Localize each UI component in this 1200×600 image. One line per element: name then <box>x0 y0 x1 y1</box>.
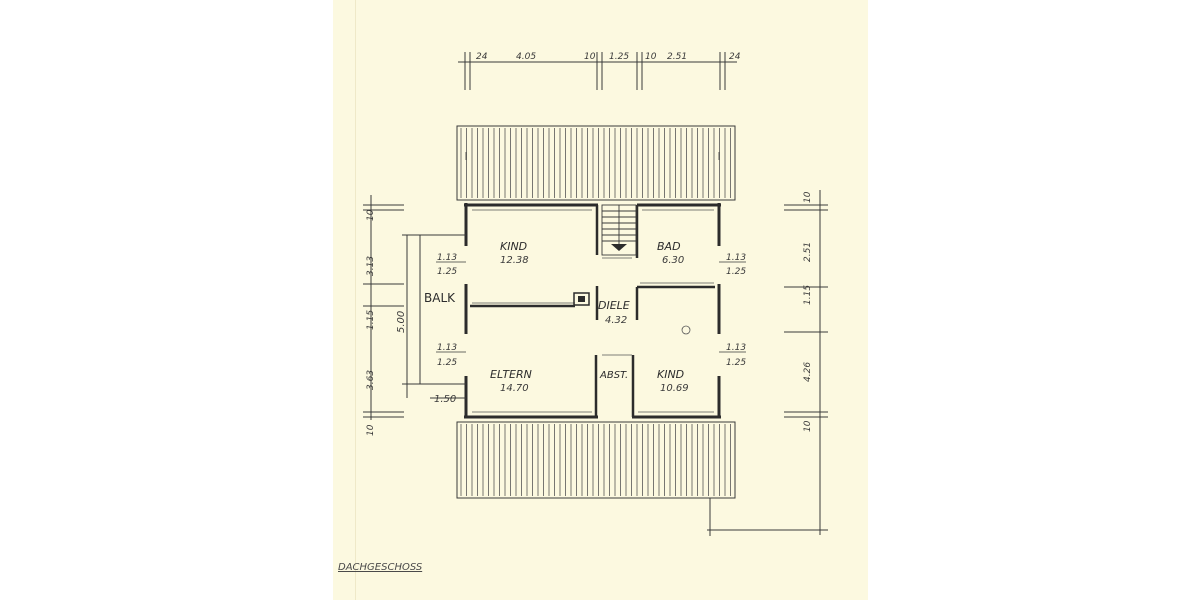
top-dim-5: 10 <box>645 52 657 62</box>
chimney <box>573 292 590 306</box>
top-dim-7: 24 <box>729 52 741 62</box>
stair-arrow-icon <box>611 244 627 251</box>
right-dimension-chain <box>707 190 828 536</box>
right-dim-5: 10 <box>803 420 813 432</box>
right-dim-3: 1.15 <box>803 285 813 305</box>
top-dim-6: 2.51 <box>667 52 687 62</box>
floor-drain-icon <box>681 325 691 335</box>
window-left-lower-height: 1.25 <box>437 358 457 368</box>
left-dim-5: 10 <box>366 424 376 436</box>
room-eltern-name: ELTERN <box>490 368 532 381</box>
right-dim-2: 2.51 <box>803 242 813 262</box>
room-bad-name: BAD <box>657 240 681 253</box>
top-dim-2: 4.05 <box>516 52 536 62</box>
window-left-upper-height: 1.25 <box>437 267 457 277</box>
balcony-width-dim: 1.50 <box>434 394 456 405</box>
window-right-upper-height: 1.25 <box>726 267 746 277</box>
room-bad-area: 6.30 <box>662 255 684 266</box>
top-dimension-chain <box>458 52 737 90</box>
window-right-lower-width: 1.13 <box>726 343 746 353</box>
room-diele-name: DIELE <box>598 299 630 312</box>
wall-thin-lines <box>472 209 714 413</box>
left-dim-1: 10 <box>366 209 376 221</box>
left-dim-4: 3.63 <box>366 370 376 390</box>
top-dim-4: 1.25 <box>609 52 629 62</box>
balcony-dimensions <box>402 234 466 399</box>
window-left-upper-width: 1.13 <box>437 253 457 263</box>
roof-eave-bottom <box>456 421 736 499</box>
drawing-title: DACHGESCHOSS <box>338 562 423 573</box>
top-dim-1: 24 <box>476 52 488 62</box>
room-abst-name: ABST. <box>599 370 628 381</box>
window-left-lower-width: 1.13 <box>437 343 457 353</box>
staircase <box>601 204 637 256</box>
drawing-sheet <box>333 0 868 600</box>
top-dim-3: 10 <box>584 52 596 62</box>
roof-eave-top <box>456 125 736 201</box>
window-right-lower-height: 1.25 <box>726 358 746 368</box>
room-kind-bottom-name: KIND <box>657 368 684 381</box>
balcony-depth-dim: 5.00 <box>396 311 407 333</box>
right-dim-1: 10 <box>803 191 813 203</box>
room-diele-area: 4.32 <box>605 315 627 326</box>
room-kind-top-area: 12.38 <box>500 255 529 266</box>
interior-walls <box>470 205 715 417</box>
room-kind-bottom-area: 10.69 <box>660 383 689 394</box>
right-dim-4: 4.26 <box>803 362 813 382</box>
room-kind-top-name: KIND <box>500 240 527 253</box>
left-dim-2: 3.13 <box>366 256 376 276</box>
room-eltern-area: 14.70 <box>500 383 529 394</box>
sheet-fold-line <box>355 0 356 600</box>
left-dim-3: 1.15 <box>366 310 376 330</box>
window-right-upper-width: 1.13 <box>726 253 746 263</box>
left-dimension-chain <box>363 195 404 420</box>
exterior-walls <box>464 203 721 419</box>
window-marks <box>436 152 746 353</box>
balcony-label: BALK <box>424 291 456 305</box>
